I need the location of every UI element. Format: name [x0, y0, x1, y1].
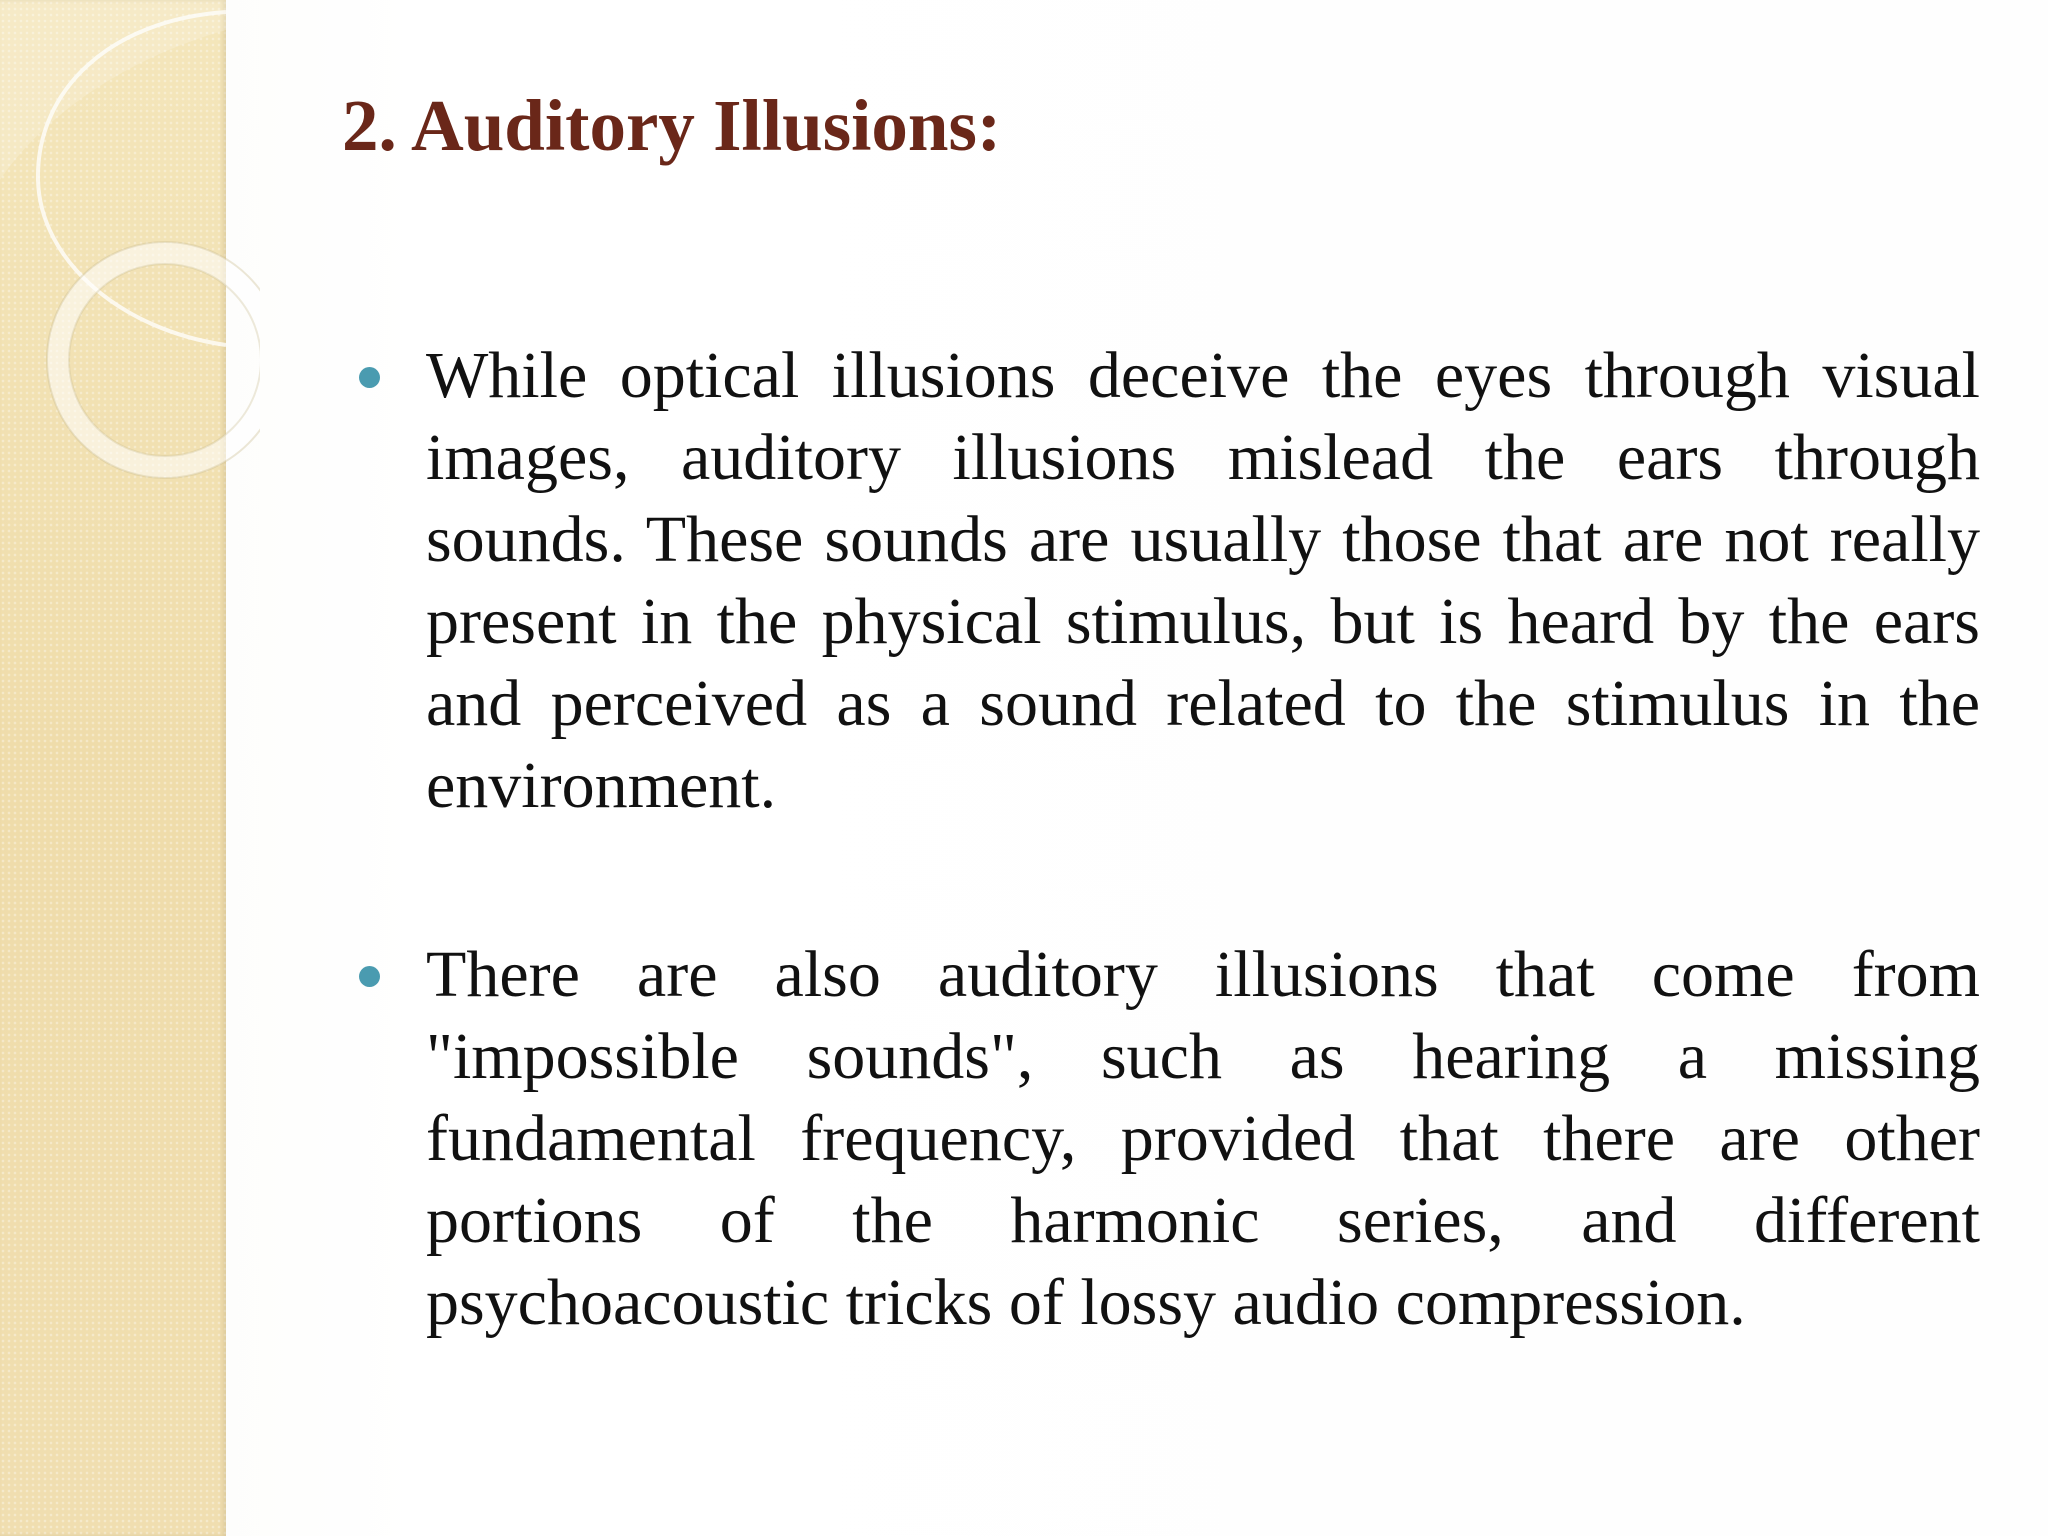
bullet-item: There are also auditory illusions that c… — [358, 934, 1980, 1344]
ring-decoration-icon — [0, 0, 260, 479]
bullet-text: There are also auditory illusions that c… — [426, 938, 1980, 1339]
bullet-item: While optical illusions deceive the eyes… — [358, 335, 1980, 827]
round-bullet-icon — [359, 966, 380, 987]
bullet-list: While optical illusions deceive the eyes… — [358, 335, 1980, 1451]
round-bullet-icon — [359, 367, 380, 388]
slide-title: 2. Auditory Illusions: — [342, 85, 1002, 166]
bullet-text: While optical illusions deceive the eyes… — [426, 339, 1980, 822]
